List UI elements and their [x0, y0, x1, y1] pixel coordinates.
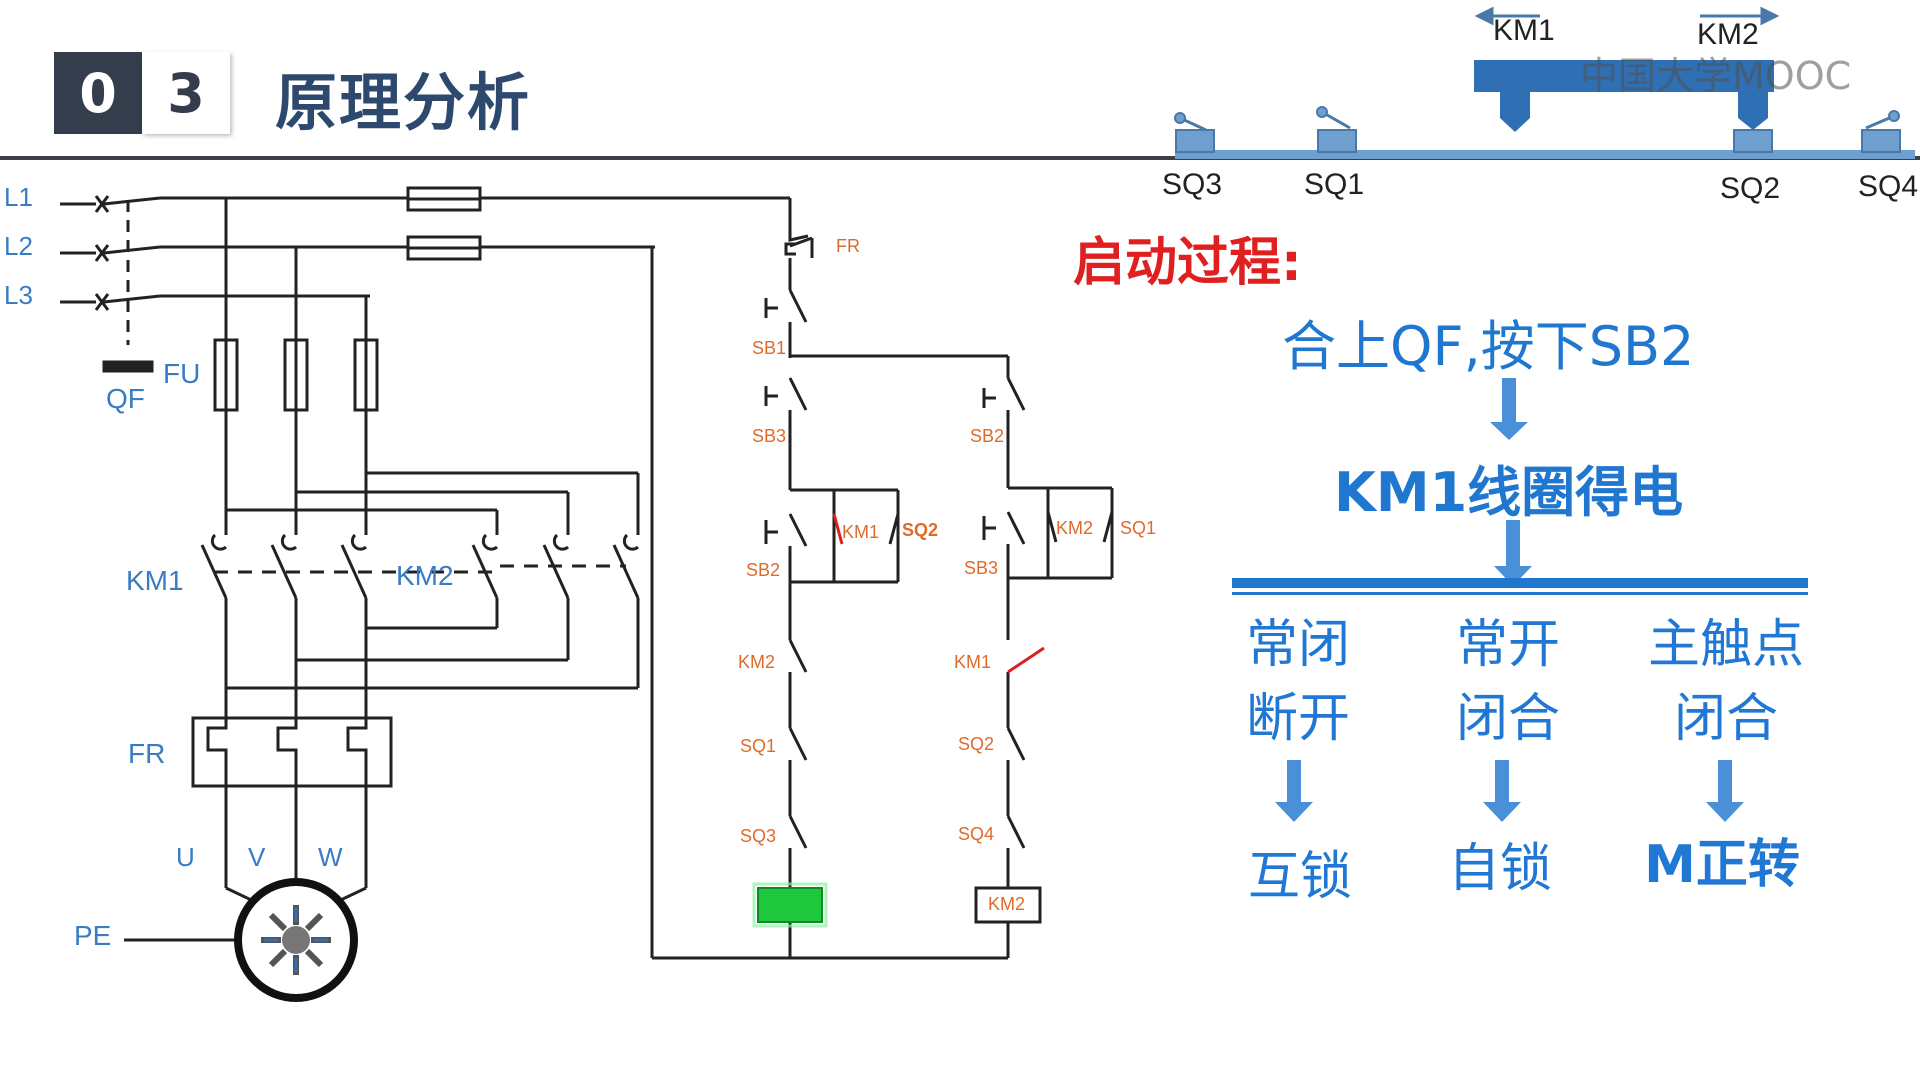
phase-label-l1: L1	[4, 182, 33, 212]
page-title: 原理分析	[275, 66, 532, 139]
mooc-watermark: 中国大学MOOC	[1580, 54, 1852, 98]
control-circuit	[650, 198, 1114, 960]
motor-icon	[234, 878, 358, 1002]
process-graphics	[1232, 378, 1808, 822]
track-label-sq1: SQ1	[1304, 168, 1365, 201]
km1-nc-contact	[1007, 646, 1045, 674]
limit-switch-sq3	[1174, 112, 1215, 153]
km2-aux-contact	[1046, 511, 1114, 543]
section-number-badge-ones: 3	[142, 52, 230, 134]
thermal-relay-label: FR	[128, 738, 166, 769]
ctrl-label-sb2-right: SB2	[970, 426, 1005, 446]
ctrl-label-sq1: SQ1	[740, 736, 777, 756]
fuse-label: FU	[163, 358, 201, 389]
ctrl-label-sq3: SQ3	[740, 826, 777, 846]
result-motor-forward: M正转	[1644, 835, 1800, 895]
column-no-line1: 常开	[1455, 615, 1560, 675]
ctrl-label-km2-aux: KM2	[1056, 518, 1094, 538]
track-label-km1: KM1	[1493, 14, 1555, 47]
phase-label-l3: L3	[4, 280, 33, 310]
track-label-sq3: SQ3	[1162, 168, 1223, 201]
column-nc-contacts: 常闭 断开	[1198, 608, 1398, 756]
km1-aux-contact	[832, 513, 844, 545]
terminal-u-label: U	[176, 842, 195, 872]
km1-coil-glow	[752, 882, 828, 928]
process-step-2: KM1线圈得电	[1334, 461, 1684, 524]
phase-label-l2: L2	[4, 231, 33, 261]
ctrl-label-fr: FR	[836, 236, 860, 256]
ctrl-label-km1-aux: KM1	[842, 522, 880, 542]
direction-arrow-right-icon	[1700, 6, 1780, 26]
km1-coil	[757, 887, 823, 923]
column-no-contacts: 常开 闭合	[1408, 608, 1608, 756]
coil-km2-label: KM2	[988, 894, 1026, 914]
column-no-line2: 闭合	[1455, 689, 1560, 749]
ctrl-label-km2-nc: KM2	[738, 652, 776, 672]
ctrl-label-sb3-right: SB3	[964, 558, 999, 578]
travel-track	[1174, 6, 1915, 159]
sq2-aux-contact	[888, 513, 900, 545]
workbench-carriage	[1474, 60, 1774, 132]
process-step-1: 合上QF,按下SB2	[1282, 315, 1695, 378]
breaker-label: QF	[106, 383, 145, 414]
ground-label: PE	[74, 920, 112, 951]
limit-switch-sq2	[1733, 129, 1773, 153]
track-label-sq2: SQ2	[1720, 172, 1781, 205]
ctrl-label-sb2-left: SB2	[746, 560, 781, 580]
contactor-km1-label: KM1	[126, 565, 184, 596]
ctrl-label-km1-nc: KM1	[954, 652, 992, 672]
column-main-contacts: 主触点 闭合	[1626, 608, 1826, 756]
limit-switch-sq1	[1316, 106, 1357, 153]
column-main-line2: 闭合	[1673, 689, 1778, 749]
result-interlock: 互锁	[1247, 847, 1352, 907]
process-heading: 启动过程:	[1073, 233, 1302, 293]
ctrl-label-sq4: SQ4	[958, 824, 995, 844]
ctrl-label-sb1: SB1	[752, 338, 787, 358]
ctrl-label-sb3-left: SB3	[752, 426, 787, 446]
direction-arrow-left-icon	[1474, 6, 1540, 26]
track-label-sq4: SQ4	[1858, 170, 1919, 203]
ctrl-label-sq1-aux: SQ1	[1120, 518, 1157, 538]
terminal-v-label: V	[248, 842, 266, 872]
ctrl-label-sq2: SQ2	[958, 734, 995, 754]
ctrl-label-sq2-aux: SQ2	[902, 520, 939, 540]
limit-switch-sq4	[1861, 110, 1901, 153]
section-number-badge-tens: 0	[54, 52, 142, 134]
track-label-km2: KM2	[1697, 18, 1759, 51]
terminal-w-label: W	[318, 842, 343, 872]
column-nc-line1: 常闭	[1245, 615, 1350, 675]
column-nc-line2: 断开	[1245, 689, 1350, 749]
result-self-lock: 自锁	[1447, 839, 1552, 899]
km2-coil	[974, 886, 1042, 924]
column-main-line1: 主触点	[1647, 615, 1804, 675]
contactor-km2-label: KM2	[396, 560, 454, 591]
